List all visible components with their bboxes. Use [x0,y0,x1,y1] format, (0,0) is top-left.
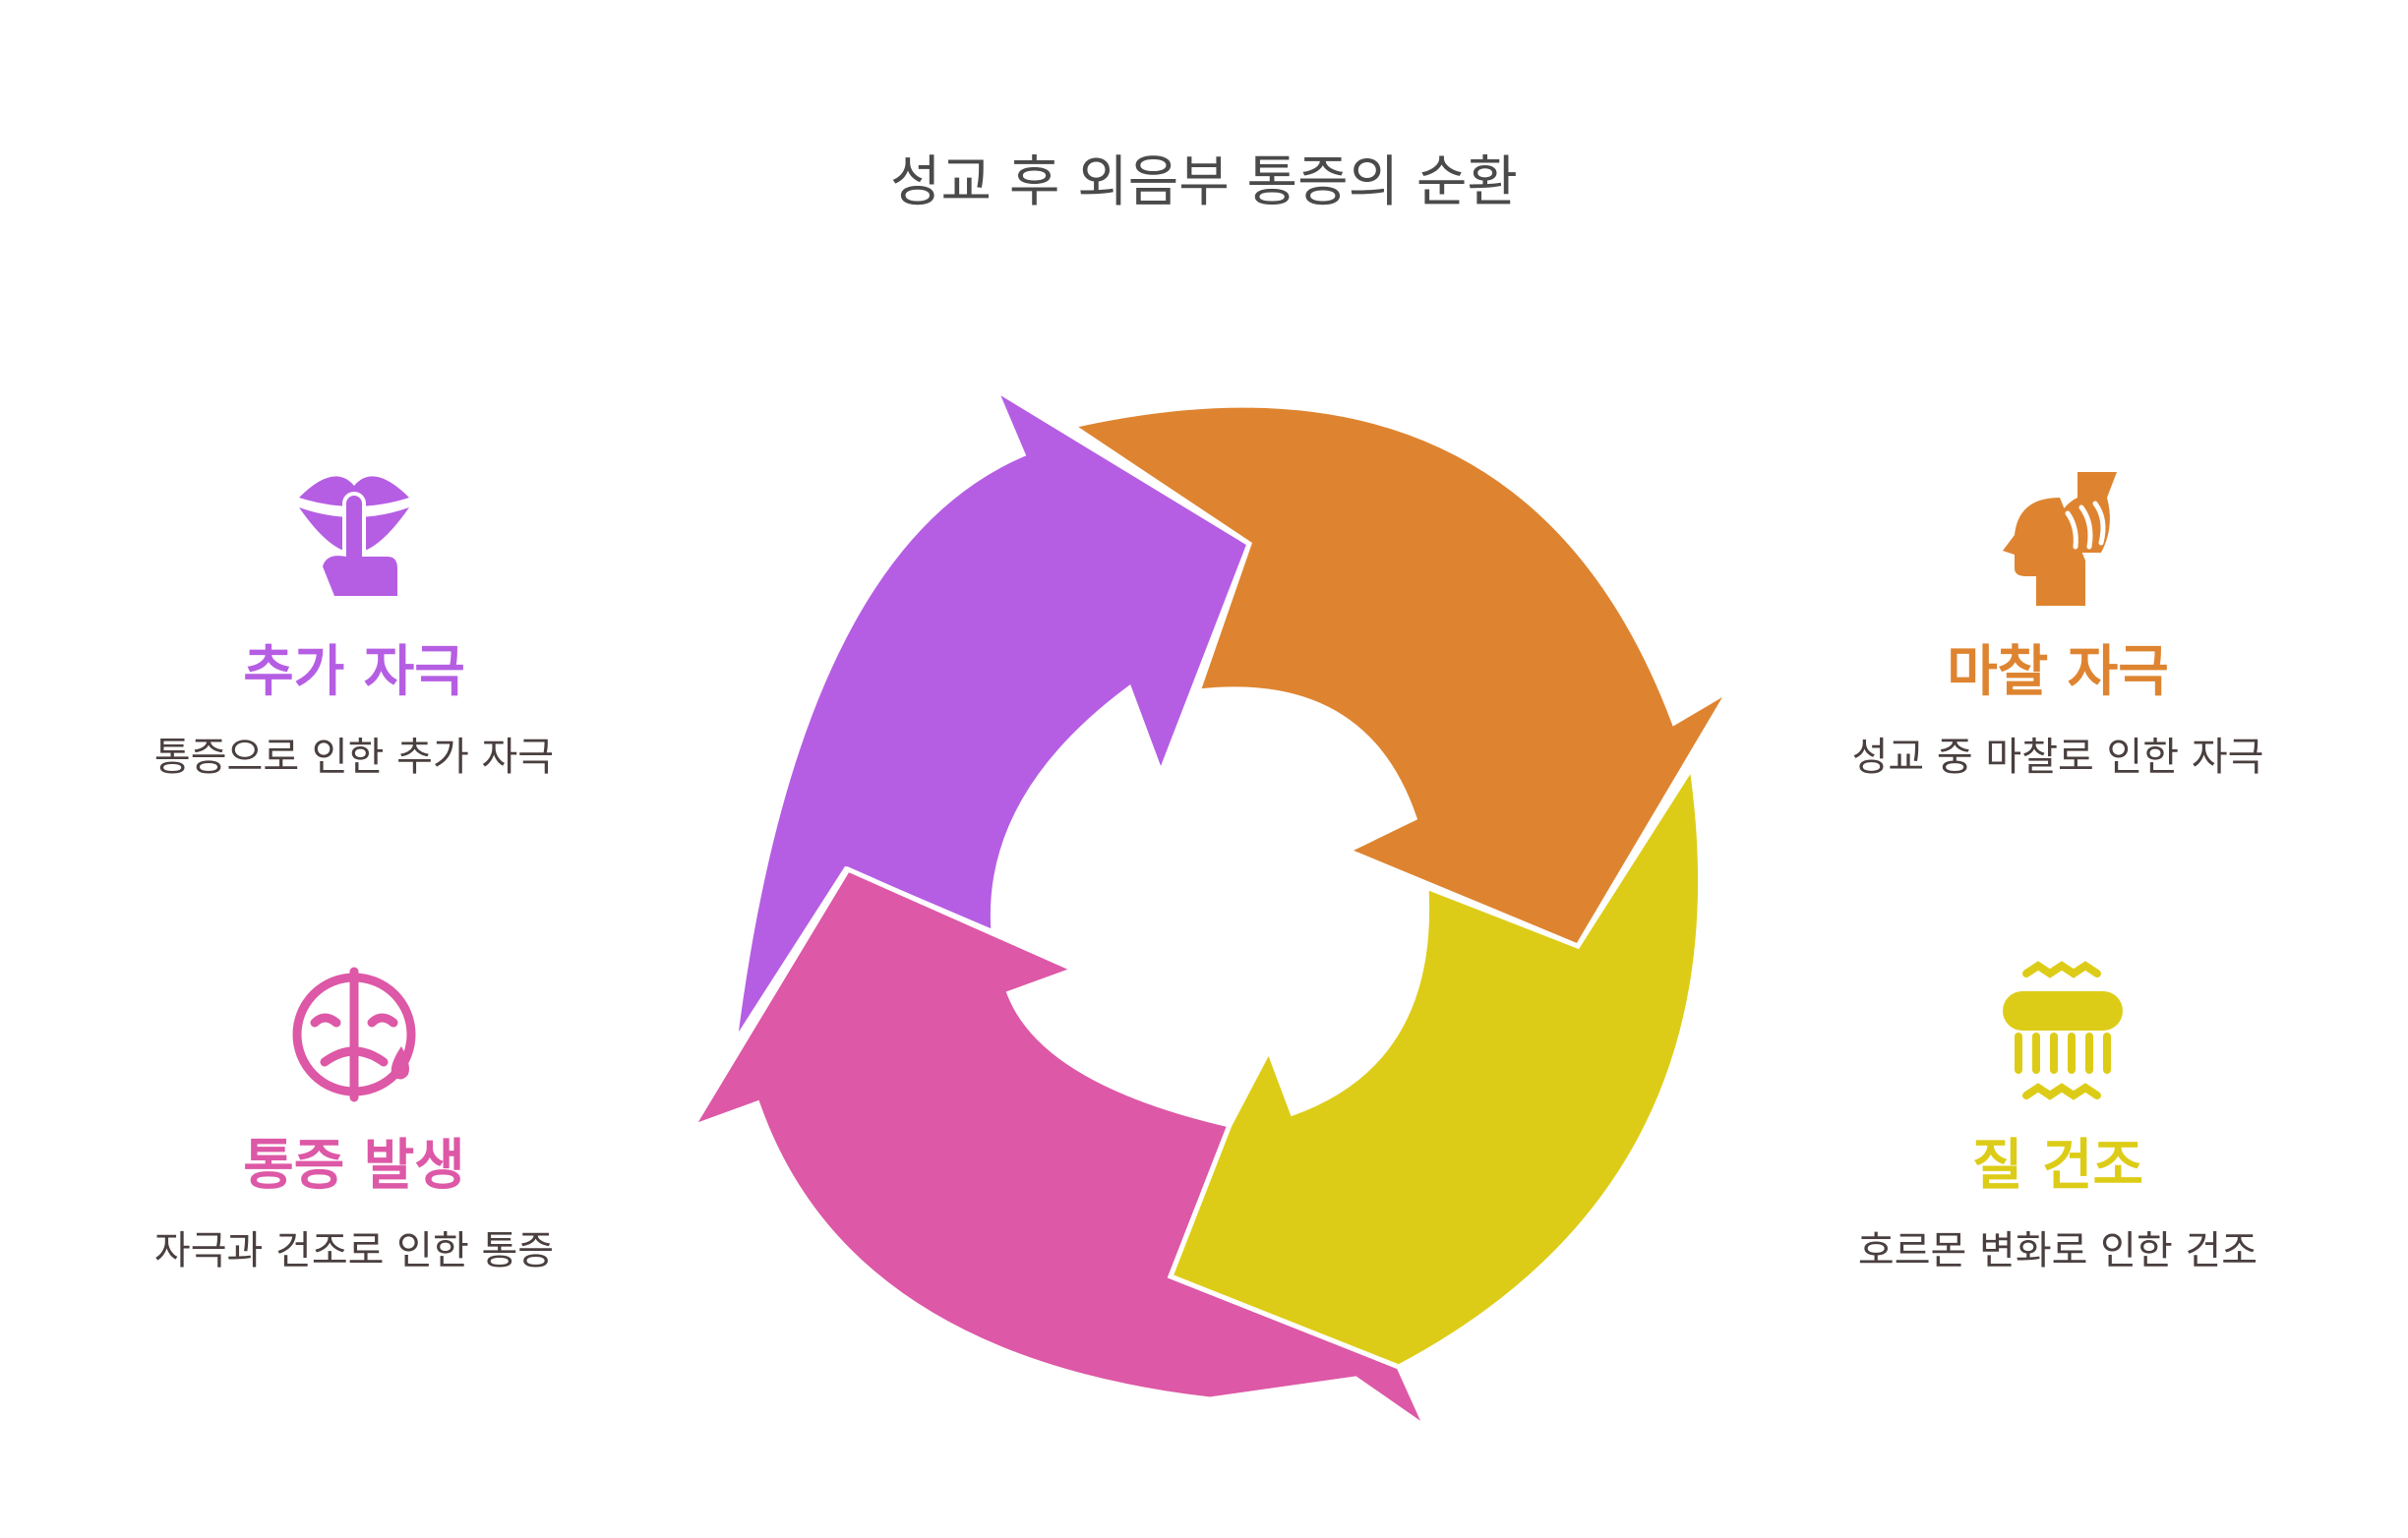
step-heading: 질 건조 [1971,1134,2144,1198]
cycle-arrow-pink [687,865,1432,1436]
crying-face-icon [275,952,433,1109]
step-description: 자극과 건조로 인한 통증 [153,1228,555,1274]
cycle-arrow-purple [732,383,1253,1044]
cycle-arrow-orange [1065,402,1732,950]
dry-brush-icon [1979,952,2137,1109]
step-description: 호르몬 변화로 인한 건조 [1857,1228,2258,1274]
step-heading: 추가 자극 [243,640,465,704]
step-description: 통증으로 인한 추가 자극 [153,735,555,781]
step-additional-irritation: 추가 자극 통증으로 인한 추가 자극 [138,458,571,782]
step-heading: 통증 발생 [243,1134,465,1198]
step-friction-irritation: 마찰 자극 성교 중 마찰로 인한 자극 [1841,458,2274,782]
step-description: 성교 중 마찰로 인한 자극 [1851,735,2264,781]
step-heading: 마찰 자극 [1947,640,2169,704]
step-pain-occurrence: 통증 발생 자극과 건조로 인한 통증 [138,952,571,1275]
page-title: 성교 후 외음부 통증의 순환 [890,150,1518,214]
step-vaginal-dryness: 질 건조 호르몬 변화로 인한 건조 [1841,952,2274,1275]
head-hand-icon [1979,458,2137,616]
cycle-arrow-yellow [1167,759,1704,1370]
shush-lips-icon [275,458,433,616]
